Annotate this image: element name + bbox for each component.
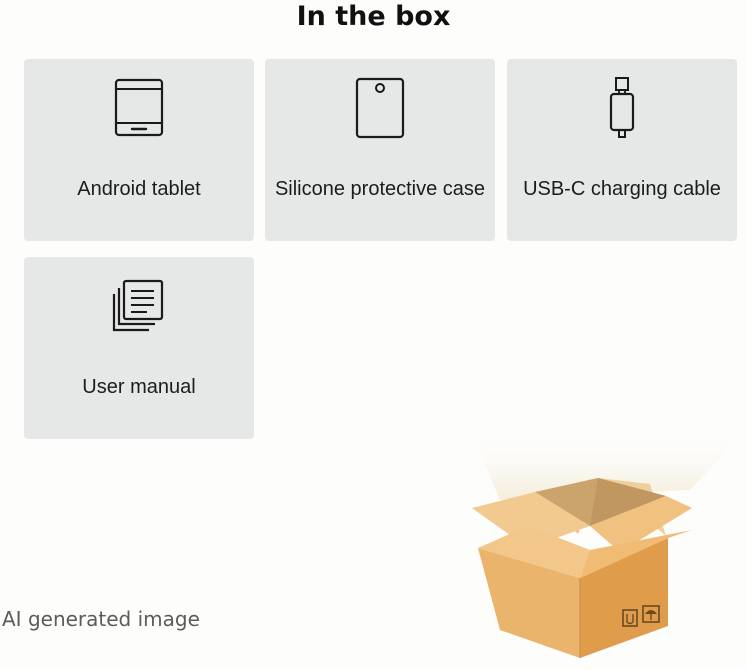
item-label: User manual: [82, 376, 196, 398]
item-card-usb-cable: USB-C charging cable: [507, 59, 737, 241]
item-card-user-manual: User manual: [24, 257, 254, 439]
cardboard-box-illustration: [440, 430, 747, 664]
case-icon: [265, 75, 495, 141]
item-label: USB-C charging cable: [523, 178, 721, 200]
item-label: Android tablet: [77, 178, 201, 200]
ai-generated-caption: AI generated image: [2, 607, 200, 631]
usb-cable-icon: [507, 75, 737, 141]
manual-icon: [24, 273, 254, 339]
item-card-android-tablet: Android tablet: [24, 59, 254, 241]
item-card-silicone-case: Silicone protective case: [265, 59, 495, 241]
page-title: In the box: [296, 1, 451, 32]
tablet-icon: [24, 75, 254, 141]
item-label: Silicone protective case: [274, 178, 486, 200]
